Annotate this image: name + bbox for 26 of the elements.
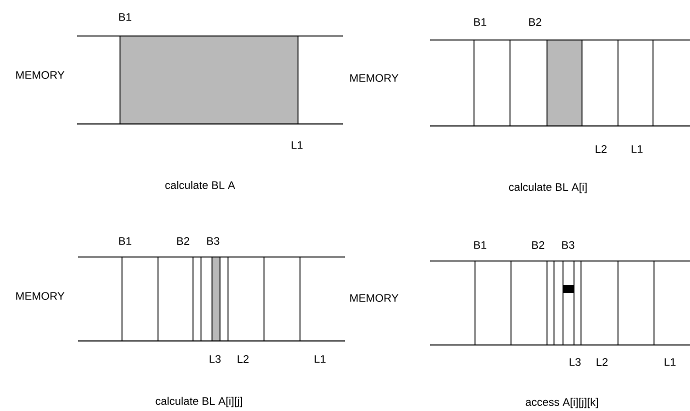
bound-label: L1 [664, 358, 676, 366]
bound-label: B1 [474, 18, 486, 26]
bound-label: L2 [596, 358, 608, 366]
caption: access A[i][j][k] [526, 398, 598, 408]
caption: calculate BL A[i] [509, 182, 587, 194]
memory-label: MEMORY [16, 71, 64, 79]
bound-label: L1 [314, 355, 326, 363]
bound-label: L3 [570, 358, 581, 366]
bound-label: B2 [532, 241, 544, 249]
memory-label: MEMORY [350, 74, 398, 82]
memory-label: MEMORY [350, 294, 398, 302]
bound-label: B3 [207, 237, 220, 245]
bound-label: B2 [177, 237, 190, 245]
bound-label: L1 [292, 141, 303, 149]
memory-label: MEMORY [16, 292, 64, 300]
caption: calculate BL A[i][j] [156, 396, 242, 408]
bound-label: B1 [474, 241, 486, 249]
caption: calculate BL A [165, 180, 236, 190]
bound-label: B3 [562, 241, 574, 249]
bound-label: B2 [529, 18, 542, 26]
bound-label: L2 [238, 355, 249, 363]
bound-label: L1 [632, 145, 643, 153]
bound-label: L2 [596, 145, 607, 153]
bound-label: B1 [119, 237, 132, 245]
bound-label: B1 [119, 13, 132, 21]
bound-label: L3 [210, 355, 221, 363]
